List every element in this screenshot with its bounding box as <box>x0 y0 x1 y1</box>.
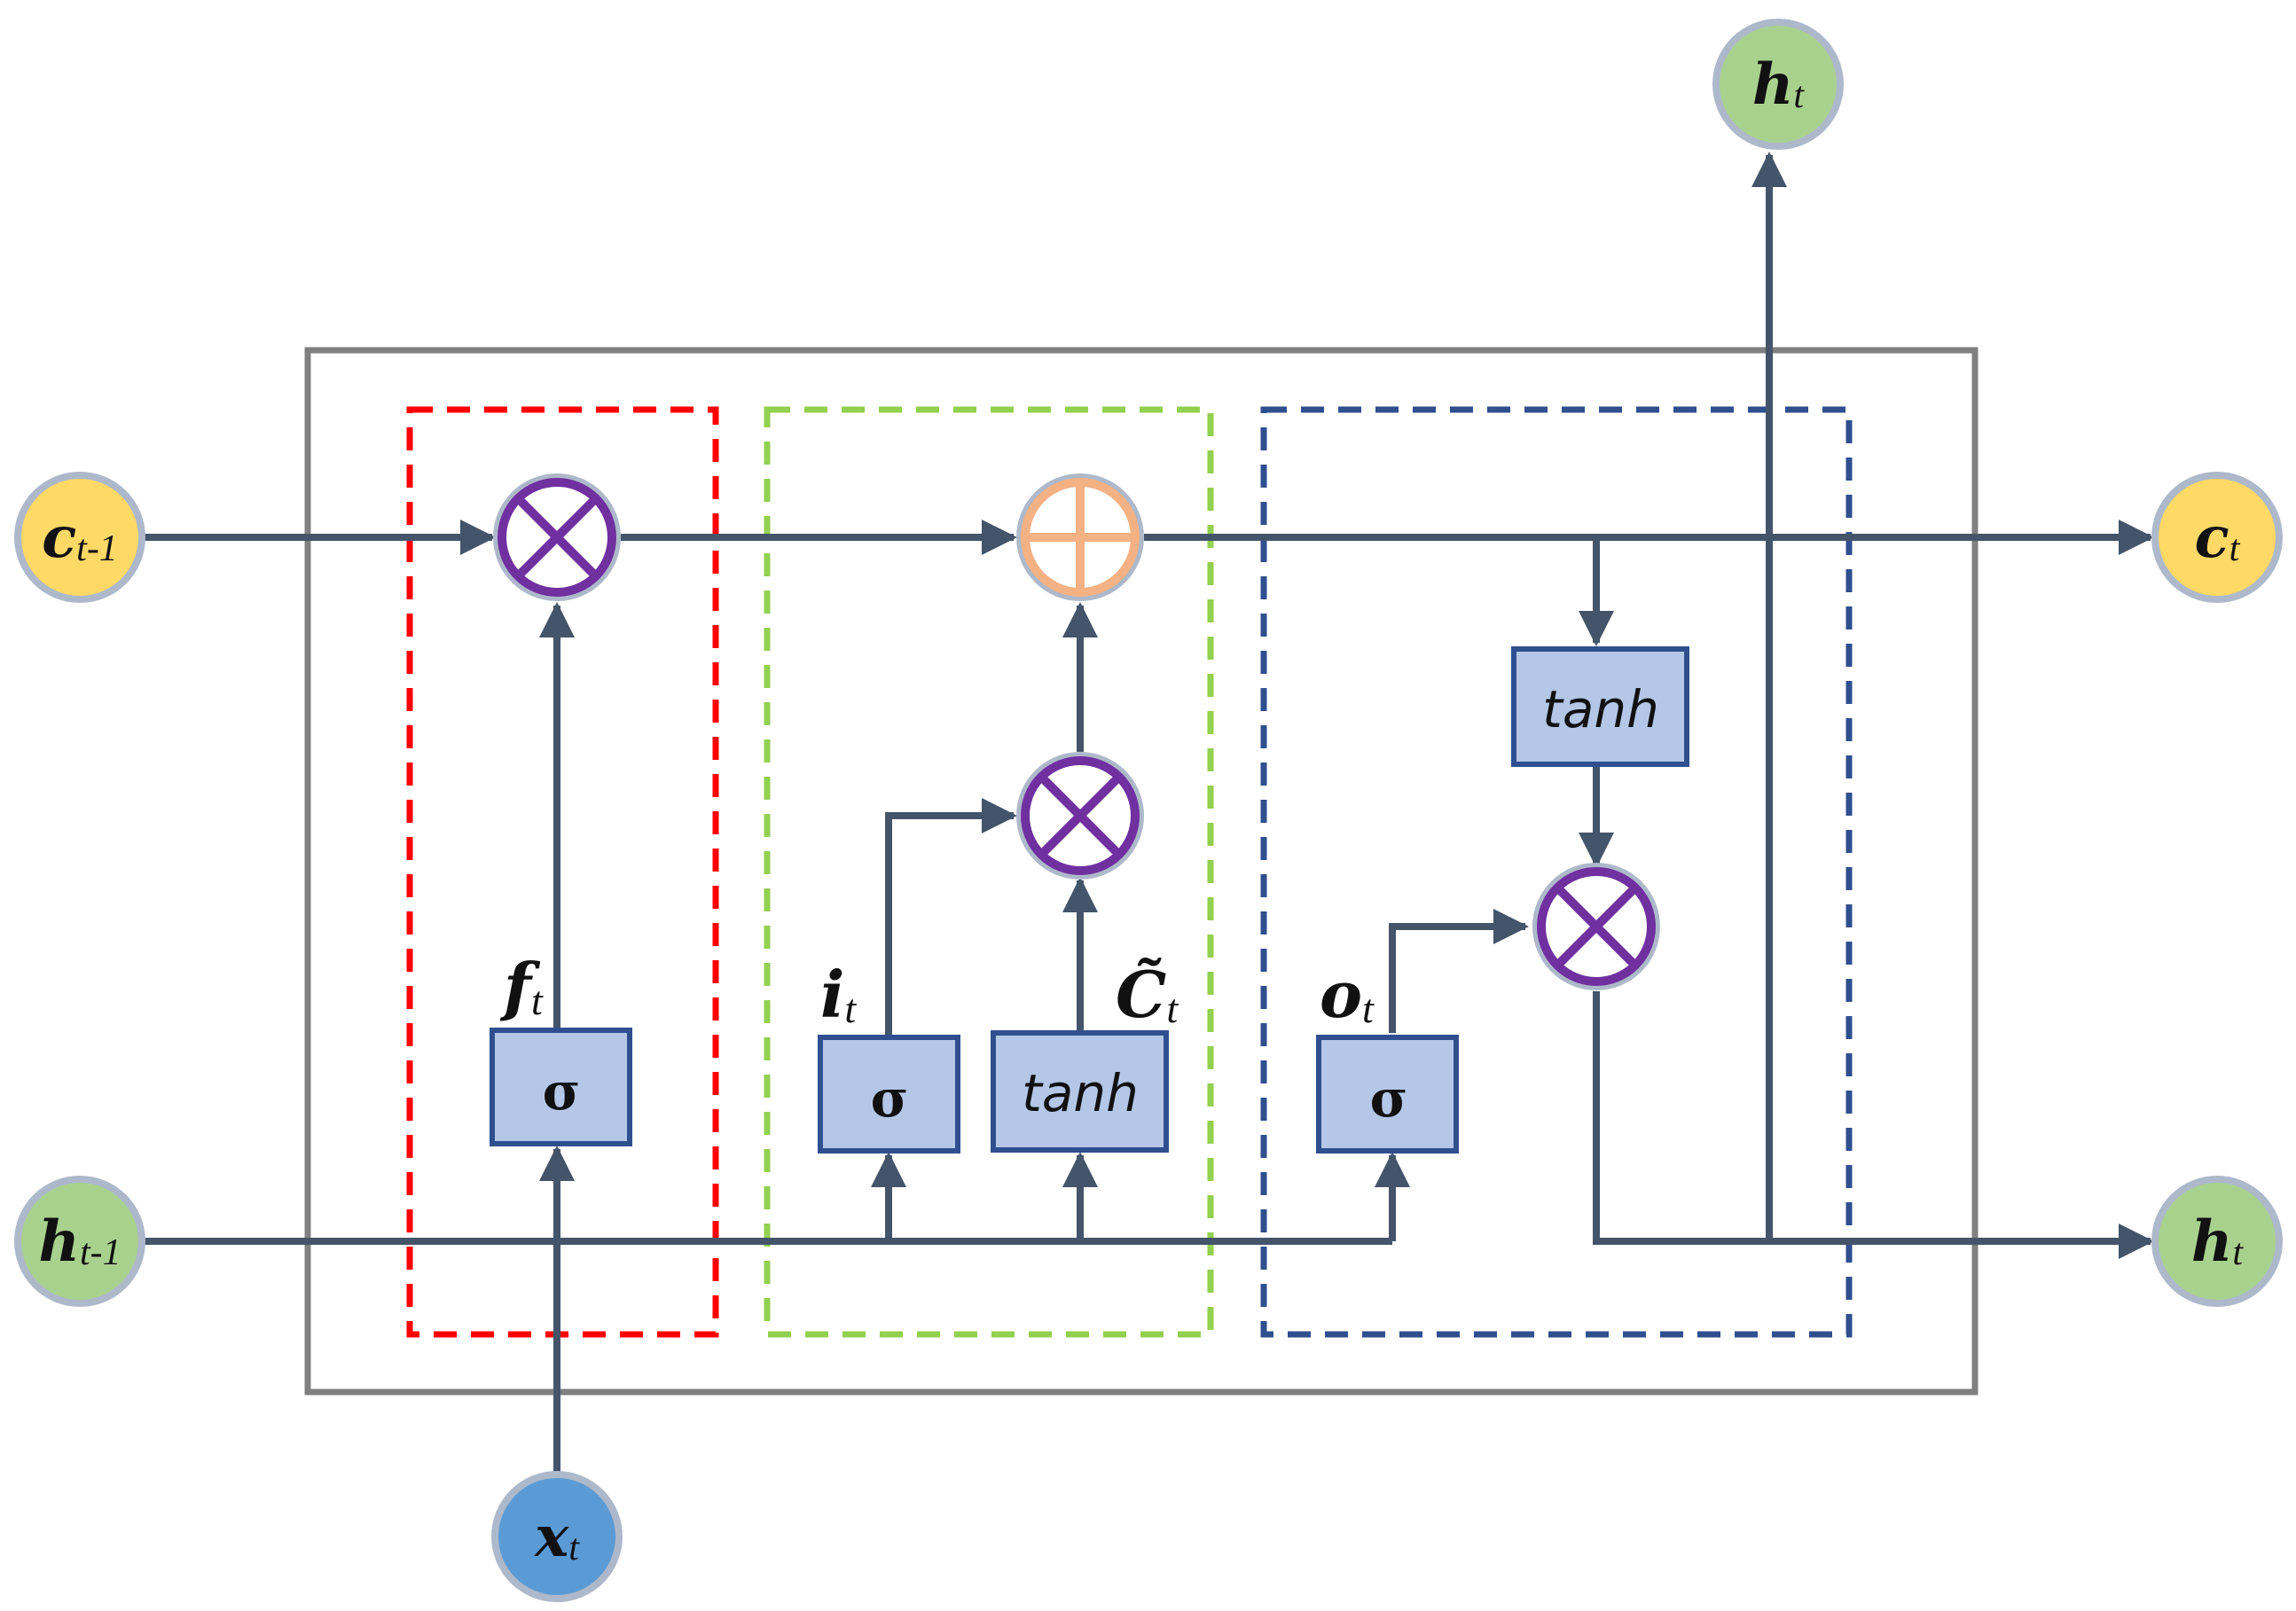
candidate-label: C̃t <box>1116 957 1179 1032</box>
input-gate-group <box>764 406 1214 1338</box>
forget-gate-group <box>406 406 719 1338</box>
hidden-state-output-node: ht <box>2151 1176 2283 1307</box>
forget-multiply-operator <box>493 473 621 601</box>
input-sigma-box: σ <box>818 1035 960 1154</box>
input-sigma-label: σ <box>871 1068 909 1129</box>
output-multiply-operator <box>1532 863 1660 990</box>
connections <box>144 152 2154 1474</box>
svg-text:ht: ht <box>1752 51 1806 118</box>
x-input-node: xt <box>491 1471 623 1602</box>
output-multiply-to-hidden-line <box>1593 991 2154 1259</box>
forget-sigma-box: σ <box>490 1028 632 1146</box>
input-to-multiply-line <box>885 798 1017 1037</box>
input-gate-label: it <box>820 957 857 1032</box>
forget-gate-label: ft <box>499 949 544 1024</box>
output-sigma-label: σ <box>1370 1068 1408 1129</box>
lstm-cell-border <box>304 347 1979 1396</box>
candidate-tanh-box: tanh <box>991 1030 1169 1153</box>
svg-text:ht-1: ht-1 <box>38 1208 121 1275</box>
svg-text:ct-1: ct-1 <box>42 504 118 571</box>
cell-state-output-node: ct <box>2151 472 2283 603</box>
svg-text:ht: ht <box>2191 1208 2245 1275</box>
candidate-tanh-label: tanh <box>1022 1063 1139 1123</box>
output-gate-group <box>1260 406 1853 1338</box>
cell-state-input-node: ct-1 <box>14 472 145 603</box>
output-sigma-box: σ <box>1316 1035 1459 1154</box>
forget-sigma-label: σ <box>543 1061 581 1122</box>
svg-text:xt: xt <box>533 1504 580 1570</box>
cell-tanh-box: tanh <box>1511 646 1689 767</box>
cell-add-operator <box>1016 473 1144 601</box>
svg-text:ct: ct <box>2195 504 2241 571</box>
hidden-state-input-node: ht-1 <box>14 1176 145 1307</box>
cell-tanh-label: tanh <box>1542 679 1659 739</box>
output-sigma-to-multiply-line <box>1389 909 1529 1033</box>
hidden-state-top-output-node: ht <box>1712 19 1844 150</box>
output-gate-label: ot <box>1320 957 1375 1032</box>
input-multiply-operator <box>1016 752 1144 880</box>
